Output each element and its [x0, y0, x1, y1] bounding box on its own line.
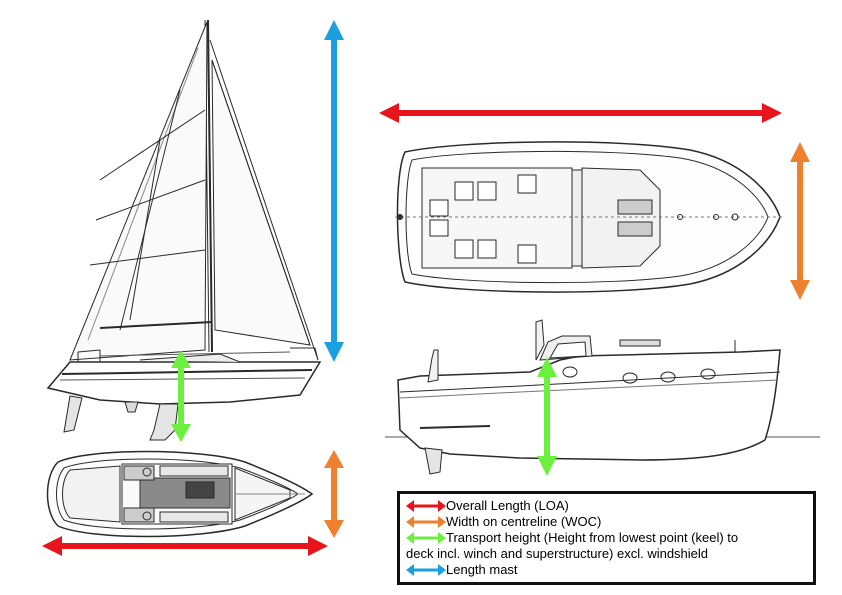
legend-item-woc: Width on centreline (WOC): [406, 514, 807, 530]
sailboat-width-arrow: [324, 450, 344, 538]
legend-label-mast: Length mast: [446, 562, 518, 577]
sailboat-side-view: [46, 19, 322, 441]
motorboat-top-view: [395, 141, 782, 293]
red-double-arrow-icon: [406, 500, 446, 512]
mast-length-arrow: [324, 20, 344, 362]
sailboat-top-view: [46, 450, 314, 538]
dimension-arrows: [42, 20, 810, 556]
sailboat-length-arrow: [42, 536, 328, 556]
legend-label-height-line1: Transport height (Height from lowest poi…: [446, 530, 739, 545]
legend-label-height-line2: deck incl. winch and superstructure) exc…: [406, 546, 709, 561]
legend-label-height: Transport height (Height from lowest poi…: [406, 530, 807, 562]
blue-double-arrow-icon: [406, 564, 446, 576]
legend-label-loa: Overall Length (LOA): [446, 498, 569, 513]
legend-item-mast: Length mast: [406, 562, 807, 578]
legend-box: Overall Length (LOA) Width on centreline…: [397, 491, 816, 585]
motorboat-width-arrow: [790, 142, 810, 300]
motorboat-side-view: [385, 319, 820, 475]
legend-item-loa: Overall Length (LOA): [406, 498, 807, 514]
motorboat-length-arrow: [379, 103, 782, 123]
legend-label-woc: Width on centreline (WOC): [446, 514, 602, 529]
legend-item-height: Transport height (Height from lowest poi…: [406, 530, 807, 562]
motorboat-height-arrow: [537, 357, 557, 476]
orange-double-arrow-icon: [406, 516, 446, 528]
green-double-arrow-icon: [406, 532, 446, 544]
sailboat-height-arrow: [171, 350, 191, 442]
